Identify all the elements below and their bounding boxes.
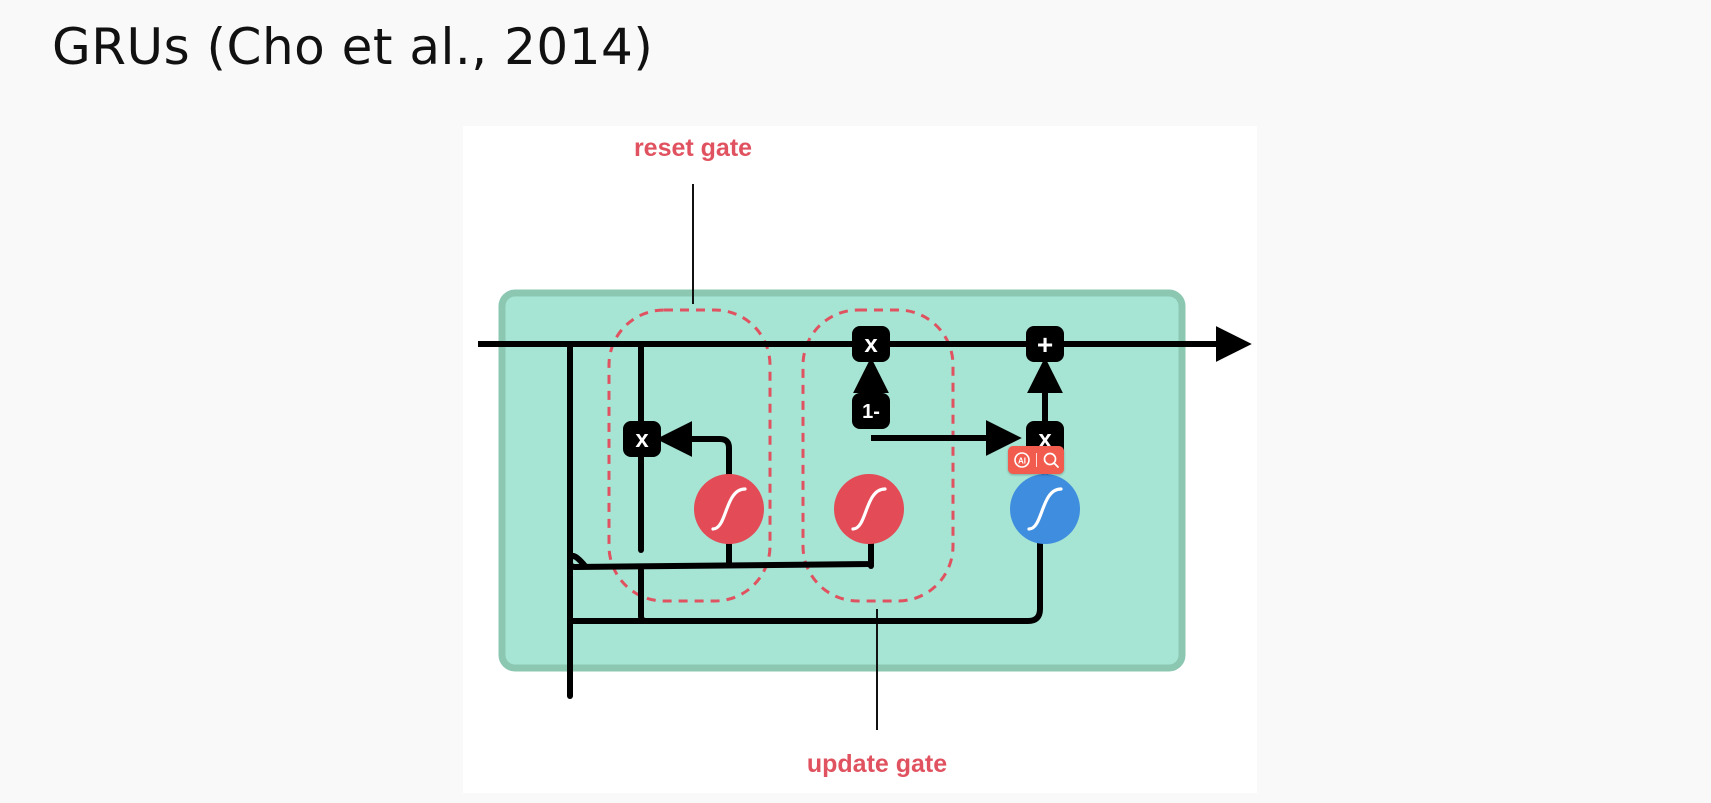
- search-icon: [1043, 452, 1059, 468]
- image-overlay-toolbar: AI: [1008, 446, 1064, 474]
- ai-button[interactable]: AI: [1011, 449, 1033, 471]
- signal-paths: [567, 341, 1043, 699]
- update-gate-label: update gate: [806, 750, 948, 778]
- reset-gate-outline: [607, 308, 772, 603]
- reset-gate-label: reset gate: [633, 134, 753, 162]
- svg-text:1-: 1-: [862, 401, 880, 423]
- candidate-tanh: [1010, 474, 1080, 544]
- svg-text:+: +: [1037, 329, 1053, 360]
- add-op: +: [1026, 326, 1064, 362]
- toolbar-divider: [1035, 453, 1037, 467]
- reset-multiply-op: x: [623, 421, 661, 457]
- svg-text:x: x: [635, 426, 649, 453]
- svg-text:AI: AI: [1018, 457, 1026, 466]
- search-button[interactable]: [1040, 449, 1062, 471]
- cell-body: [498, 289, 1186, 672]
- update-multiply-op: x: [852, 326, 890, 362]
- slide-title: GRUs (Cho et al., 2014): [52, 18, 654, 76]
- reset-sigmoid: [694, 474, 764, 544]
- one-minus-op: 1-: [852, 393, 890, 429]
- update-sigmoid: [834, 474, 904, 544]
- ai-icon: AI: [1013, 452, 1030, 468]
- svg-text:x: x: [864, 331, 878, 358]
- gru-diagram-svg: x x 1- + x: [478, 184, 1252, 730]
- update-gate-outline: [801, 308, 955, 603]
- gru-diagram: x x 1- + x reset gate update gate: [463, 126, 1257, 793]
